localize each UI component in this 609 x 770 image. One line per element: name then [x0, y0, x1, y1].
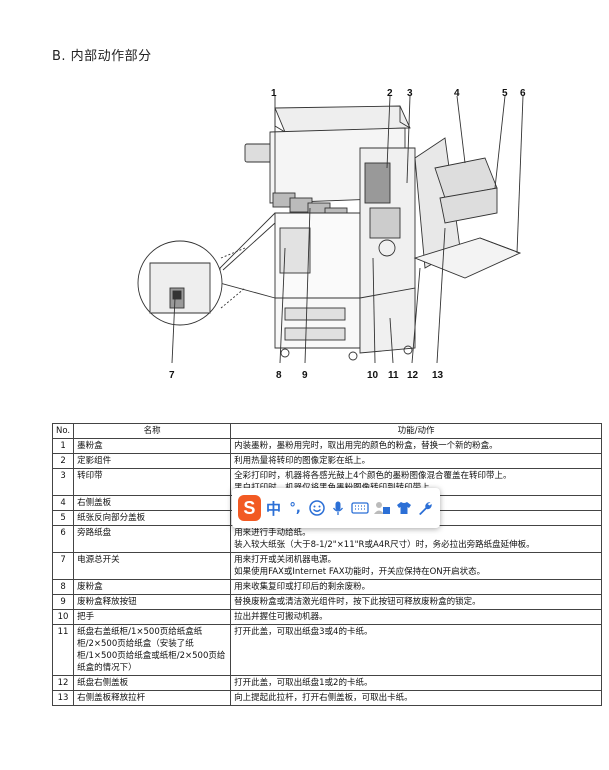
callout-6: 6	[520, 88, 526, 99]
part-function: 替换废粉盒或清洁激光组件时，按下此按钮可释放废粉盒的锁定。	[230, 594, 602, 610]
row-number: 10	[51, 609, 75, 625]
callout-4: 4	[454, 88, 460, 99]
part-name: 旁路纸盘	[73, 525, 232, 553]
part-function: 打开此盖，可取出纸盘1或2的卡纸。	[230, 675, 602, 691]
punctuation-toggle[interactable]: °,	[289, 500, 301, 516]
header-function: 功能/动作	[230, 423, 602, 439]
part-name: 右侧盖板	[73, 495, 232, 511]
row-number: 12	[51, 675, 75, 691]
callout-2: 2	[387, 88, 393, 99]
function-line: 拉出并握住可搬动机器。	[234, 612, 328, 622]
row-number: 9	[51, 594, 75, 610]
part-name: 电源总开关	[73, 552, 232, 580]
function-line: 如果使用FAX或Internet FAX功能时，开关应保持在ON开启状态。	[234, 567, 486, 577]
table-header-row: No. 名称 功能/动作	[51, 423, 602, 439]
function-line: 装入较大纸张（大于8-1/2"×11"R或A4R尺寸）时，务必拉出旁路纸盘延伸板…	[234, 540, 535, 550]
function-line: 用来收集复印或打印后的剩余废粉。	[234, 582, 371, 592]
callout-9: 9	[302, 370, 308, 381]
part-name: 转印带	[73, 468, 232, 496]
sogou-logo-icon[interactable]: S	[238, 495, 261, 521]
function-line: 打开此盖，可取出纸盘1或2的卡纸。	[234, 678, 373, 688]
function-line: 用来进行手动给纸。	[234, 528, 311, 538]
smiley-icon[interactable]	[308, 498, 326, 518]
part-name: 纸盘右盖纸柜/1×500页给纸盒纸柜/2×500页给纸盒（安装了纸柜/1×500…	[73, 624, 232, 676]
keyboard-icon[interactable]	[351, 498, 369, 518]
part-name: 废粉盒释放按钮	[73, 594, 232, 610]
row-number: 11	[51, 624, 75, 676]
part-name: 纸张反向部分盖板	[73, 510, 232, 526]
part-function: 拉出并握住可搬动机器。	[230, 609, 602, 625]
row-number: 1	[51, 438, 75, 454]
callout-11: 11	[388, 370, 399, 381]
section-title: B. 内部动作部分	[52, 49, 152, 64]
part-function: 用来收集复印或打印后的剩余废粉。	[230, 579, 602, 595]
chinese-mode-toggle[interactable]: 中	[266, 499, 282, 518]
row-number: 2	[51, 453, 75, 469]
function-line: 全彩打印时，机器将各感光鼓上4个颜色的墨粉图像混合覆盖在转印带上。	[234, 471, 512, 481]
row-number: 8	[51, 579, 75, 595]
ime-toolbar[interactable]: S 中 °,	[232, 488, 440, 528]
part-function: 用来打开或关闭机器电源。如果使用FAX或Internet FAX功能时，开关应保…	[230, 552, 602, 580]
user-profile-icon[interactable]	[373, 498, 391, 518]
copier-diagram: 1 2 3 4 5 6 7 8 9 10 11 12 13	[125, 88, 550, 388]
part-name: 把手	[73, 609, 232, 625]
part-name: 纸盘右侧盖板	[73, 675, 232, 691]
row-number: 5	[51, 510, 75, 526]
function-line: 打开此盖，可取出纸盘3或4的卡纸。	[234, 627, 373, 637]
function-line: 替换废粉盒或清洁激光组件时，按下此按钮可释放废粉盒的锁定。	[234, 597, 481, 607]
callout-12: 12	[407, 370, 419, 381]
row-number: 6	[51, 525, 75, 553]
header-no: No.	[51, 423, 75, 439]
shirt-icon[interactable]	[395, 498, 413, 518]
part-name: 定影组件	[73, 453, 232, 469]
callout-10: 10	[367, 370, 379, 381]
function-line: 用来打开或关闭机器电源。	[234, 555, 337, 565]
part-function: 用来进行手动给纸。装入较大纸张（大于8-1/2"×11"R或A4R尺寸）时，务必…	[230, 525, 602, 553]
part-function: 向上提起此拉杆，打开右侧盖板，可取出卡纸。	[230, 690, 602, 706]
function-line: 向上提起此拉杆，打开右侧盖板，可取出卡纸。	[234, 693, 413, 703]
copier-illustration	[137, 95, 524, 364]
part-function: 打开此盖，可取出纸盘3或4的卡纸。	[230, 624, 602, 676]
row-number: 13	[51, 690, 75, 706]
callout-13: 13	[432, 370, 444, 381]
callout-3: 3	[407, 88, 413, 99]
wrench-icon[interactable]	[416, 498, 434, 518]
row-number: 3	[51, 468, 75, 496]
part-name: 墨粉盒	[73, 438, 232, 454]
callout-5: 5	[502, 88, 508, 99]
row-number: 4	[51, 495, 75, 511]
part-name: 废粉盒	[73, 579, 232, 595]
microphone-icon[interactable]	[329, 498, 347, 518]
callout-7: 7	[169, 370, 175, 381]
row-number: 7	[51, 552, 75, 580]
part-name: 右侧盖板释放拉杆	[73, 690, 232, 706]
part-function: 内装墨粉，墨粉用完时，取出用完的颜色的粉盒，替换一个新的粉盒。	[230, 438, 602, 454]
part-function: 利用热量将转印的图像定影在纸上。	[230, 453, 602, 469]
header-name: 名称	[73, 423, 232, 439]
callout-8: 8	[276, 370, 282, 381]
function-line: 利用热量将转印的图像定影在纸上。	[234, 456, 371, 466]
function-line: 内装墨粉，墨粉用完时，取出用完的颜色的粉盒，替换一个新的粉盒。	[234, 441, 498, 451]
callout-1: 1	[271, 88, 277, 99]
